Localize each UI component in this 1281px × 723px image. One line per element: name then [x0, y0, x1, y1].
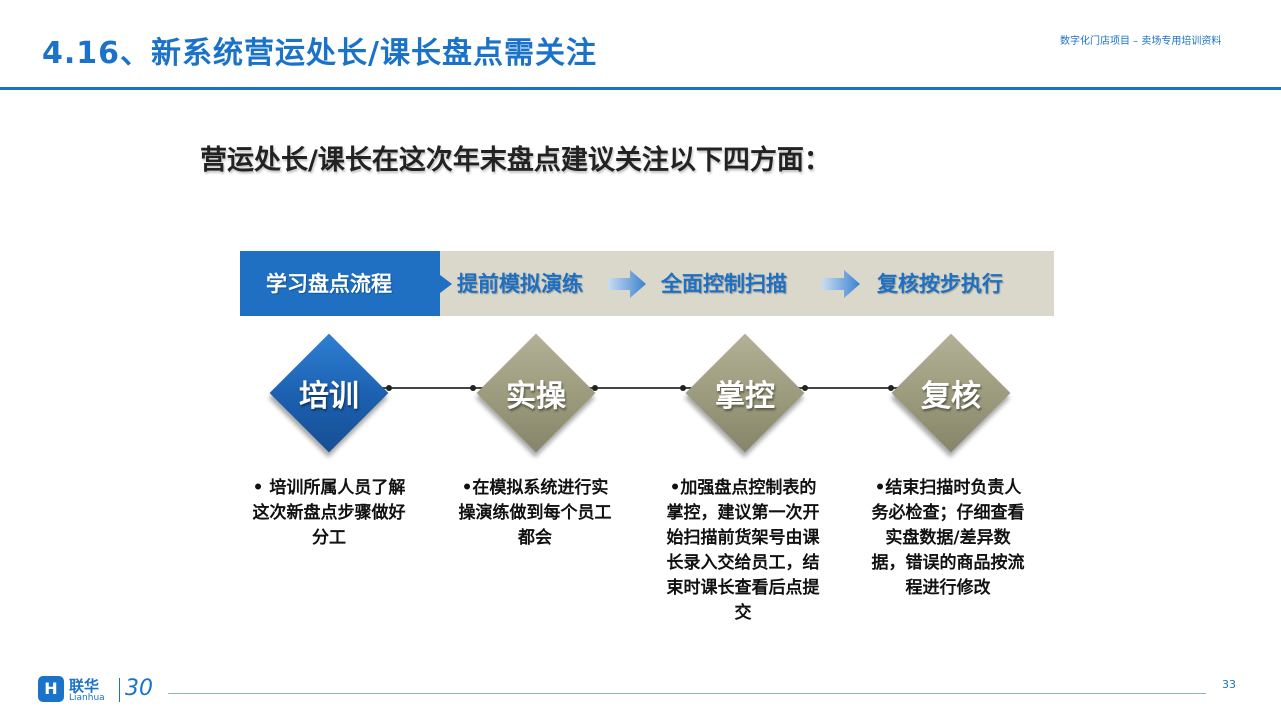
logo-divider	[119, 678, 120, 702]
project-tag: 数字化门店项目 – 卖场专用培训资料	[1060, 36, 1222, 47]
logo-english-name: Lianhua	[69, 693, 105, 703]
header-divider	[0, 87, 1281, 90]
slide-title: 4.16、新系统营运处长/课长盘点需关注	[42, 36, 597, 71]
pillar-description: • 培训所属人员了解这次新盘点步骤做好分工	[252, 478, 406, 548]
logo-mark-icon: H	[38, 676, 64, 702]
pillar-label: 实操	[506, 379, 566, 414]
company-logo: H 联华 Lianhua 30	[38, 676, 158, 706]
pillar-description: •结束扫描时负责人务必检查；仔细查看实盘数据/差异数据，错误的商品按流程进行修改	[871, 478, 1025, 598]
pillar-connector-line	[330, 387, 950, 389]
process-step-3: 全面控制扫描	[661, 272, 787, 296]
pillar-label: 掌控	[715, 379, 775, 414]
process-step-1: 学习盘点流程	[266, 272, 392, 296]
logo-chinese-name: 联华	[69, 677, 100, 695]
pillar-label: 复核	[921, 379, 981, 414]
arrow-right-icon	[822, 270, 860, 298]
connector-dot	[470, 385, 476, 391]
pillar-practice: 实操	[476, 333, 596, 453]
pillar-description: •加强盘点控制表的掌控，建议第一次开始扫描前货架号由课长录入交给员工，结束时课长…	[666, 478, 820, 623]
process-step-active-bg	[240, 251, 440, 316]
page-number: 33	[1222, 678, 1236, 691]
connector-dot	[592, 385, 598, 391]
lead-heading: 营运处长/课长在这次年末盘点建议关注以下四方面：	[200, 145, 831, 176]
active-step-pointer-icon	[440, 275, 452, 293]
pillar-description: •在模拟系统进行实操演练做到每个员工都会	[458, 478, 612, 548]
slide-header: 4.16、新系统营运处长/课长盘点需关注 数字化门店项目 – 卖场专用培训资料	[0, 0, 1281, 92]
process-step-2: 提前模拟演练	[457, 272, 583, 296]
process-step-4: 复核按步执行	[877, 272, 1003, 296]
pillar-training: 培训	[269, 333, 389, 453]
anniversary-30-mark: 30	[125, 676, 153, 701]
connector-dot	[888, 385, 894, 391]
connector-dot	[802, 385, 808, 391]
footer-divider	[168, 693, 1206, 694]
pillar-review: 复核	[891, 333, 1011, 453]
pillar-label: 培训	[299, 379, 359, 414]
connector-dot	[386, 385, 392, 391]
connector-dot	[680, 385, 686, 391]
pillar-control: 掌控	[685, 333, 805, 453]
arrow-right-icon	[608, 270, 646, 298]
